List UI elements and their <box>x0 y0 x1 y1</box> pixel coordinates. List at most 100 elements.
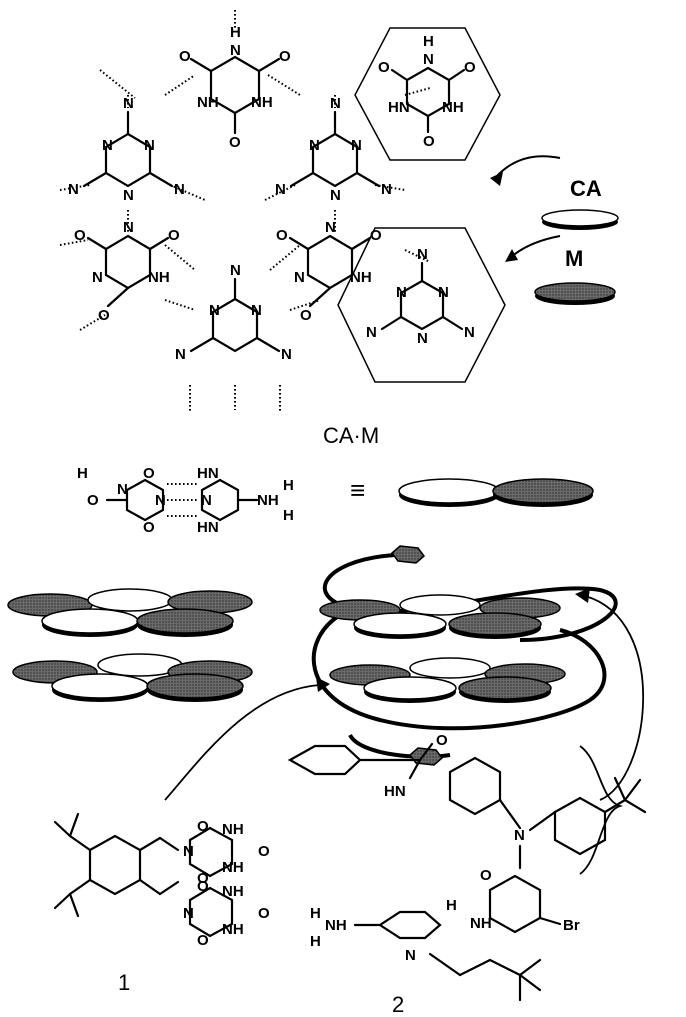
atom-n: N <box>230 42 241 59</box>
ca-m-dimer: H O N O N O HN N HN NH H H <box>77 465 294 536</box>
atom-h: H <box>310 905 321 922</box>
atom-h: H <box>230 24 241 41</box>
atom-nh: NH <box>222 859 244 876</box>
atom-o: O <box>258 843 270 860</box>
atom-nh: NH <box>257 492 279 509</box>
atom-n: N <box>183 905 194 922</box>
hydrogen-bond-network: N H O O O NH NH N N N N N N N <box>59 10 506 412</box>
atom-n: N <box>381 181 392 198</box>
atom-n: N <box>438 284 449 301</box>
atom-o: O <box>197 878 209 895</box>
atom-n: N <box>102 137 113 154</box>
atom-nh: NH <box>470 915 492 932</box>
atom-o: O <box>480 867 492 884</box>
atom-n: N <box>230 262 241 279</box>
atom-o: O <box>423 133 435 150</box>
atom-n: N <box>423 51 434 68</box>
atom-o: O <box>74 227 86 244</box>
atom-hn: HN <box>388 99 410 116</box>
m-highlight-hexagon: N N N N N N <box>337 227 506 383</box>
atom-o: O <box>378 59 390 76</box>
atom-nh: NH <box>350 269 372 286</box>
atom-o: O <box>197 818 209 835</box>
atom-n: N <box>514 827 525 844</box>
atom-nh: NH <box>251 94 273 111</box>
atom-o: O <box>464 59 476 76</box>
m-legend: M <box>505 235 616 305</box>
atom-nh: NH <box>222 883 244 900</box>
atom-o: O <box>436 732 448 749</box>
atom-o: O <box>276 227 288 244</box>
atom-n: N <box>123 187 134 204</box>
atom-n: N <box>174 181 185 198</box>
atom-nh: NH <box>325 917 347 934</box>
atom-n: N <box>209 302 220 319</box>
compound-2-structure: O HN N O Br NH H NH H H N <box>287 732 647 1002</box>
atom-n: N <box>281 346 292 363</box>
compound-1-structure: N O O NH NH O N O O NH NH O <box>53 812 270 949</box>
atom-nh: NH <box>442 99 464 116</box>
atom-o: O <box>229 134 241 151</box>
atom-n: N <box>144 137 155 154</box>
m-label: M <box>565 246 583 271</box>
m-ring-center: N N N N N N <box>275 95 392 204</box>
stacked-tapes-left <box>7 588 253 702</box>
atom-o: O <box>87 492 99 509</box>
atom-nh: NH <box>148 269 170 286</box>
atom-n: N <box>294 269 305 286</box>
atom-o: O <box>143 465 155 482</box>
m-ring-bottom: N N N N N <box>175 262 292 363</box>
atom-o: O <box>300 307 312 324</box>
atom-h: H <box>423 33 434 50</box>
atom-h: H <box>77 465 88 482</box>
atom-h: H <box>446 897 457 914</box>
atom-n: N <box>417 246 428 263</box>
atom-n: N <box>330 187 341 204</box>
equivalence-sign: ≡ <box>350 475 365 505</box>
atom-o: O <box>168 227 180 244</box>
atom-o: O <box>143 519 155 536</box>
atom-n: N <box>351 137 362 154</box>
ca-ring-left: N O O O N NH <box>74 219 180 324</box>
atom-n: N <box>155 492 166 509</box>
atom-n: N <box>366 324 377 341</box>
atom-hn: HN <box>197 519 219 536</box>
ca-highlight-hexagon: N H O O O HN NH <box>354 27 501 161</box>
atom-n: N <box>417 330 428 347</box>
ca-label: CA <box>570 176 602 201</box>
ca-ring-top: N H O O O NH NH <box>179 24 291 151</box>
atom-o: O <box>279 48 291 65</box>
m-ring-left: N N N N N N <box>68 95 185 204</box>
atom-nh: NH <box>222 821 244 838</box>
atom-o: O <box>197 932 209 949</box>
atom-o: O <box>258 905 270 922</box>
atom-n: N <box>175 346 186 363</box>
atom-n: N <box>275 181 286 198</box>
complex-label: CA·M <box>323 423 379 448</box>
atom-hn: HN <box>197 465 219 482</box>
atom-hn: HN <box>384 783 406 800</box>
atom-br: Br <box>563 917 580 934</box>
atom-n: N <box>92 269 103 286</box>
atom-n: N <box>68 181 79 198</box>
atom-nh: NH <box>197 94 219 111</box>
wrapped-assembly <box>311 545 618 766</box>
atom-n: N <box>117 481 128 498</box>
compound-1-label: 1 <box>118 970 130 995</box>
atom-h: H <box>283 477 294 494</box>
atom-n: N <box>251 302 262 319</box>
atom-n: N <box>201 492 212 509</box>
arrow-compound1-to-assembly <box>164 677 330 801</box>
atom-n: N <box>183 843 194 860</box>
atom-o: O <box>197 870 209 887</box>
atom-n: N <box>325 219 336 236</box>
ca-ring-center: N O O O N NH <box>276 219 382 324</box>
atom-o: O <box>179 48 191 65</box>
compound-2-label: 2 <box>392 992 404 1017</box>
atom-n: N <box>464 324 475 341</box>
atom-n: N <box>405 947 416 964</box>
atom-n: N <box>309 137 320 154</box>
atom-h: H <box>310 933 321 950</box>
atom-nh: NH <box>222 921 244 938</box>
